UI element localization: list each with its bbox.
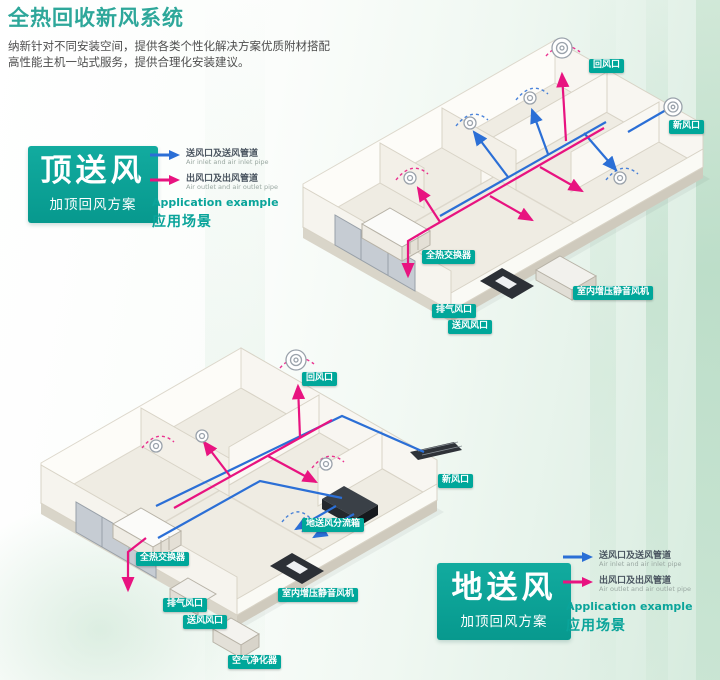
subtitle: 纳新针对不同安装空间，提供各类个性化解决方案优质附材搭配 高性能主机一站式服务，… [8,38,438,70]
legend-inlet-sub: Air inlet and air inlet pipe [186,158,269,167]
exhaust-pipes [121,383,333,593]
label-floor-supply-box: 地送风分流箱 [302,518,365,532]
air-diffusers [149,349,333,471]
legend-inlet-label: 送风口及送风管道 [599,551,672,561]
window-glazing [334,214,416,292]
label-return-vent: 回风口 [589,59,625,73]
scheme-top-subtitle: 加顶回风方案 [49,196,137,213]
application-example-zh: 应用场景 [152,214,212,231]
subtitle-line2: 高性能主机一站式服务，提供合理化安装建议。 [8,55,250,70]
label-heat-exchanger: 全热交换器 [422,250,476,264]
exhaust-arrow-icon [150,175,180,186]
page-title: 全热回收新风系统 [8,6,184,30]
supply-pipes [155,414,425,539]
exhaust-pipes [401,71,605,279]
supply-pipes [439,107,667,217]
label-fresh-vent: 新风口 [438,474,474,488]
label-return-vent: 回风口 [302,372,338,386]
legend-row-inlet: 送风口及送风管道 Air inlet and air inlet pipe [563,551,691,569]
scheme-bottom-title: 地送风 [451,570,557,606]
label-supply-vent: 送风风口 [183,615,228,629]
label-exhaust-vent: 排气风口 [163,598,208,612]
legend-bottom: 送风口及送风管道 Air inlet and air inlet pipe 出风… [563,551,691,601]
application-example-en: Application example [566,600,693,613]
house-top-drawing [301,37,710,323]
label-fresh-vent: 新风口 [669,120,705,134]
header: 全热回收新风系统 纳新针对不同安装空间，提供各类个性化解决方案优质附材搭配 高性… [8,6,438,70]
label-heat-exchanger: 全热交换器 [136,552,190,566]
legend-inlet-label: 送风口及送风管道 [186,149,259,159]
application-example-bottom: Application example 应用场景 [566,600,693,635]
house-top-illustration: 回风口 新风口 全热交换器 室内增压静音风机 排气风口 送风风口 [290,28,720,363]
application-example-zh: 应用场景 [566,618,626,635]
ceiling-cassette-unit [480,268,534,299]
scheme-bottom-badge: 地送风 加顶回风方案 [437,563,571,640]
scheme-top-badge: 顶送风 加顶回风方案 [28,146,158,223]
legend-inlet-sub: Air inlet and air inlet pipe [599,560,682,569]
supply-arrow-icon [150,150,180,160]
exhaust-arrow-icon [563,577,593,588]
subtitle-line1: 纳新针对不同安装空间，提供各类个性化解决方案优质附材搭配 [8,39,330,54]
house-bottom-drawing [39,347,463,659]
legend-outlet-label: 出风口及出风管道 [186,174,259,185]
label-booster-fan: 室内增压静音风机 [278,588,359,602]
air-diffusers [403,37,683,185]
house-bottom-illustration: 回风口 全热交换器 排气风口 送风风口 空气净化器 地送风分流箱 室内增压静音风… [6,346,476,680]
label-air-purifier: 空气净化器 [228,655,282,669]
legend-row-outlet: 出风口及出风管道 Air outlet and air outlet pipe [563,576,691,594]
legend-top: 送风口及送风管道 Air inlet and air inlet pipe 出风… [150,149,278,199]
booster-fan-unit [270,553,324,584]
fresh-air-grille [410,441,463,460]
label-booster-fan: 室内增压静音风机 [573,286,654,300]
legend-outlet-label: 出风口及出风管道 [599,576,672,587]
label-supply-vent: 送风风口 [448,320,493,334]
label-exhaust-vent: 排气风口 [432,304,477,318]
legend-outlet-sub: Air outlet and air outlet pipe [186,183,278,192]
legend-outlet-sub: Air outlet and air outlet pipe [599,585,691,594]
application-example-top: Application example 应用场景 [152,196,279,231]
legend-row-outlet: 出风口及出风管道 Air outlet and air outlet pipe [150,174,278,192]
legend-row-inlet: 送风口及送风管道 Air inlet and air inlet pipe [150,149,278,167]
scheme-bottom-subtitle: 加顶回风方案 [460,613,548,630]
scheme-top-title: 顶送风 [40,153,146,189]
application-example-en: Application example [152,196,279,209]
supply-arrow-icon [563,552,593,562]
